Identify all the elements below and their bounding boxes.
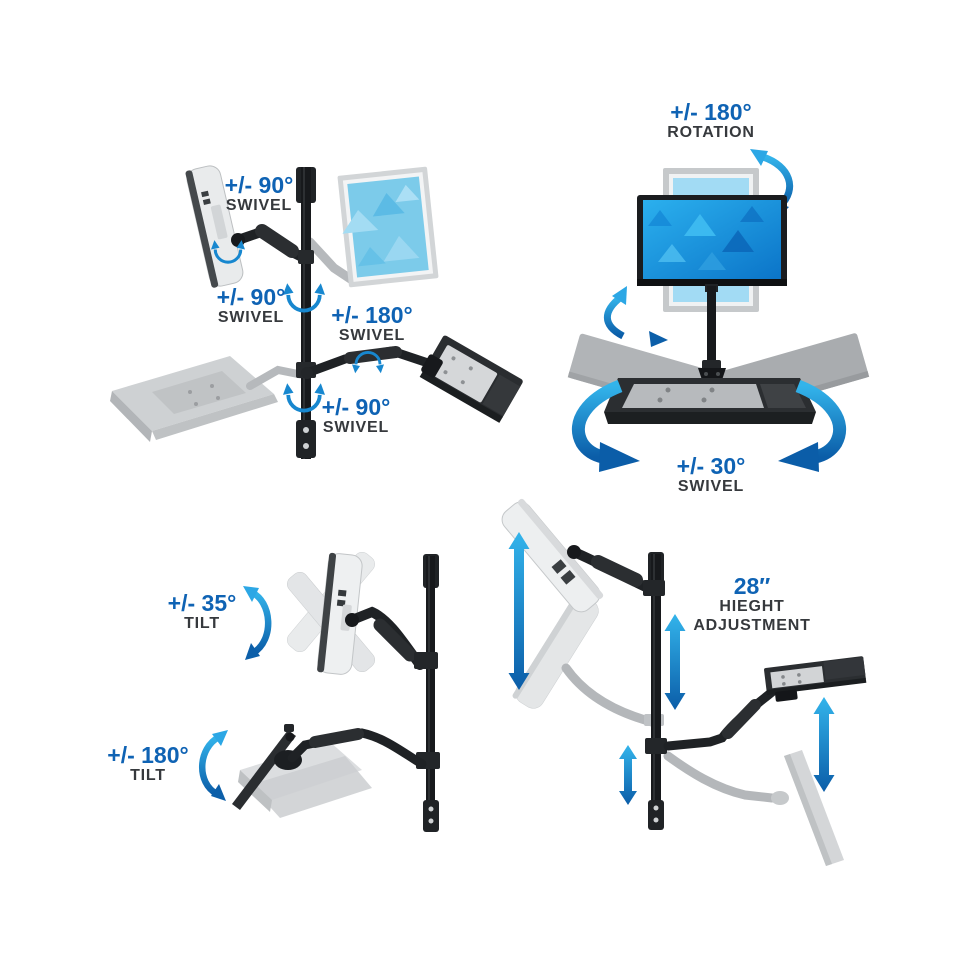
tray-mount-joint [421, 354, 443, 378]
tray-arm [301, 346, 433, 379]
annotation-rotation-180: +/- 180° ROTATION [667, 99, 755, 143]
keyboard-tray-edge-view [764, 656, 867, 702]
annotation-value: +/- 90° [216, 284, 286, 310]
swivel-arrow-icon [571, 379, 640, 472]
annotation-value: +/- 180° [331, 302, 413, 328]
mount-pole [643, 552, 667, 830]
ghost-keyboard-tray [238, 742, 372, 818]
tilted-keyboard-tray [419, 335, 523, 423]
gas-spring-arm [567, 545, 653, 593]
annotation-value: +/- 90° [224, 172, 294, 198]
annotation-value: 28″ [733, 573, 771, 599]
tray-arm [287, 728, 427, 769]
annotation-label: TILT [184, 615, 220, 633]
monitor-edge-view [501, 498, 604, 613]
panel-multi-swivel [110, 165, 523, 459]
annotation-value: +/- 30° [676, 453, 746, 479]
ghost-tray-edge [771, 750, 844, 866]
annotation-swivel-30: +/- 30° SWIVEL [676, 453, 746, 497]
rotation-arrow-icon [603, 286, 668, 347]
annotation-label: SWIVEL [225, 197, 293, 215]
keyboard-tray-top-view [604, 368, 816, 424]
height-arrow-icon [508, 532, 530, 690]
ghost-arm [663, 751, 777, 803]
annotation-label: TILT [130, 767, 166, 785]
annotation-label: SWIVEL [322, 419, 390, 437]
swivel-arrow-icon [778, 379, 847, 472]
annotation-swivel-90-top: +/- 90° SWIVEL [224, 172, 294, 216]
tilt-arrow-icon [199, 730, 228, 801]
height-arrow-icon [619, 745, 637, 805]
panel-tilt [199, 551, 440, 832]
annotation-label: SWIVEL [338, 327, 406, 345]
annotation-value: +/- 180° [670, 99, 752, 125]
annotation-label: HIEGHT [719, 598, 785, 616]
height-arrow-icon [664, 614, 686, 710]
panel-height-adjustment [501, 498, 867, 866]
annotation-value: +/- 90° [321, 394, 391, 420]
annotation-label: ROTATION [667, 124, 755, 142]
ghost-keyboard-tray [110, 356, 307, 442]
annotation-swivel-180: +/- 180° SWIVEL [331, 302, 413, 346]
ghost-arm [305, 237, 357, 285]
tilt-arrow-icon [243, 586, 272, 660]
tray-arm [663, 687, 777, 751]
height-arrow-icon [813, 697, 835, 792]
panel-rotation [567, 149, 870, 472]
annotation-label: SWIVEL [677, 478, 745, 496]
annotation-value: +/- 35° [167, 590, 237, 616]
mount-pole [414, 554, 440, 832]
mount-pole [296, 167, 316, 459]
annotation-swivel-90-bottom: +/- 90° SWIVEL [321, 394, 391, 438]
annotation-tilt-35: +/- 35° TILT [167, 590, 237, 634]
monitor-back-view [185, 165, 244, 288]
annotation-label2: ADJUSTMENT [693, 617, 811, 635]
annotation-swivel-90-mid: +/- 90° SWIVEL [216, 284, 286, 328]
annotation-height-28: 28″ HIEGHT ADJUSTMENT [693, 573, 811, 636]
ghost-arm [561, 663, 657, 727]
ghost-monitor-front [337, 166, 439, 288]
annotation-tilt-180: +/- 180° TILT [107, 742, 189, 786]
landscape-monitor [637, 195, 787, 286]
annotation-label: SWIVEL [217, 309, 285, 327]
annotation-value: +/- 180° [107, 742, 189, 768]
